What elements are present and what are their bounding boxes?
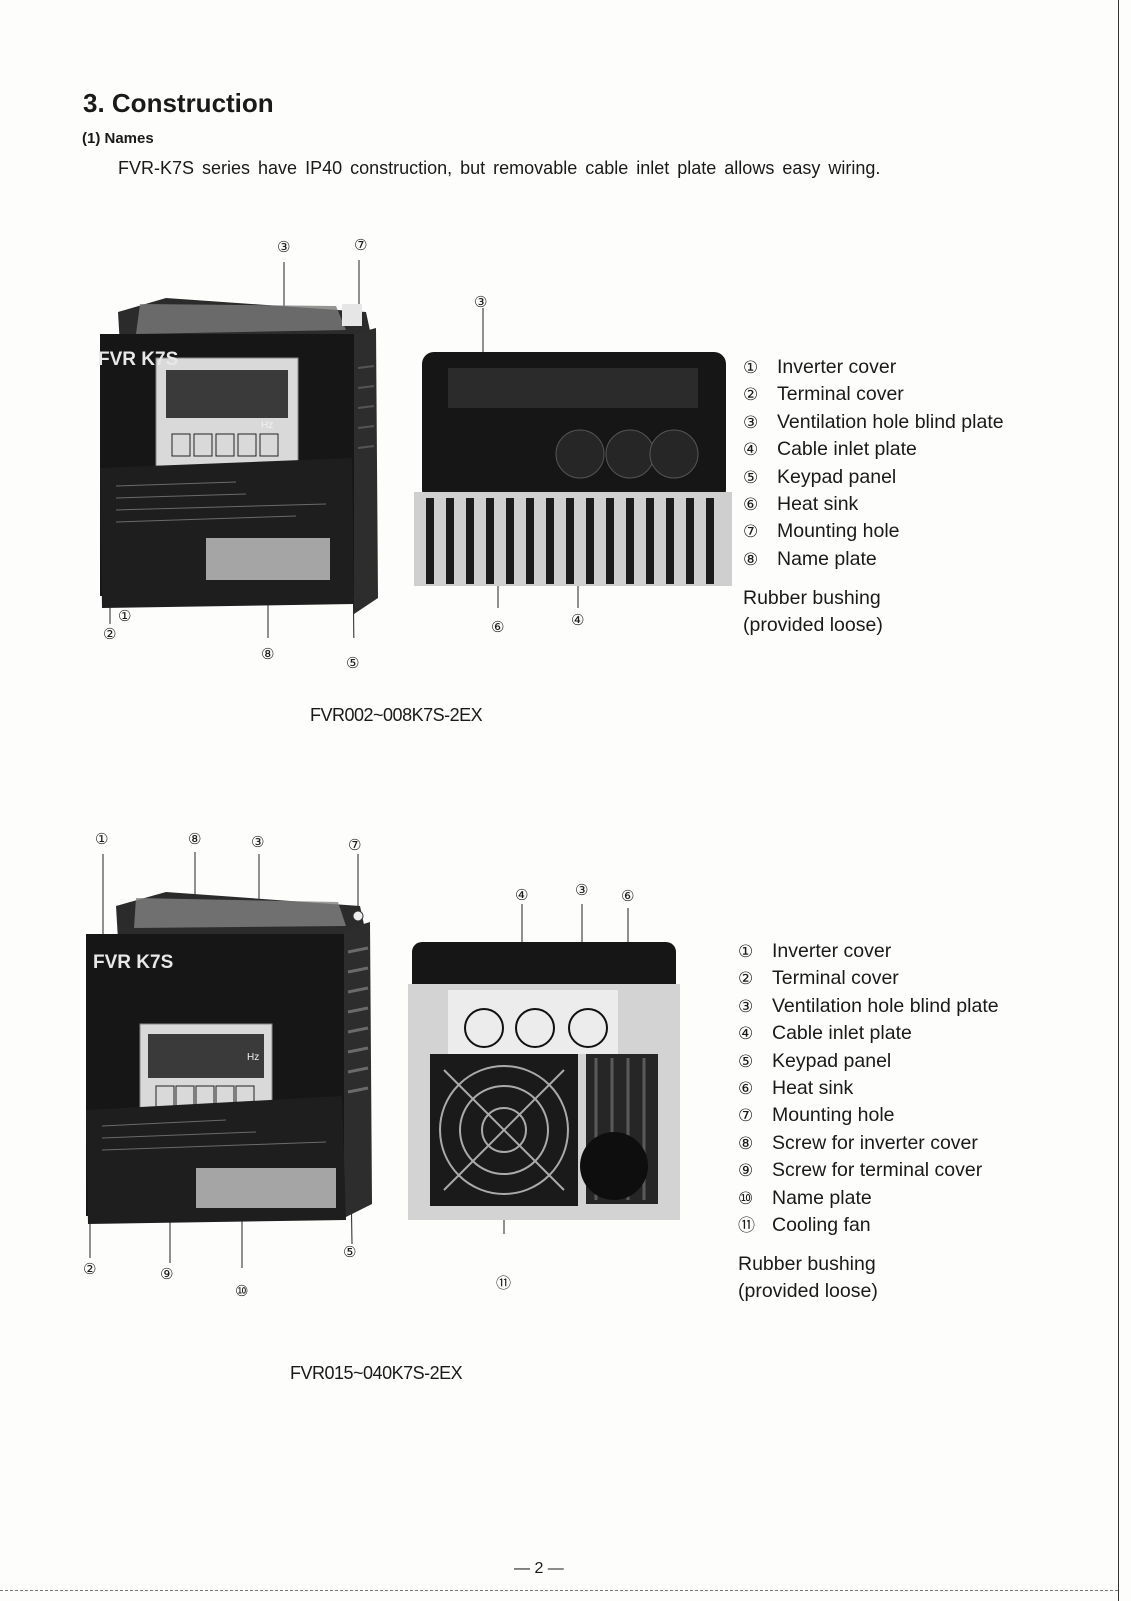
legend-note: Rubber bushing (provided loose) bbox=[743, 587, 883, 636]
fig2-callout-4: ④ bbox=[515, 886, 529, 904]
section-subtitle: (1) Names bbox=[82, 130, 154, 147]
fig2-callout-1: ① bbox=[95, 830, 109, 848]
fig2-callout-5: ⑤ bbox=[343, 1243, 357, 1261]
fig1-front-photo bbox=[100, 260, 378, 638]
fig1-callout-3-front: ③ bbox=[277, 238, 291, 256]
fig2-caption: FVR015~040K7S-2EX bbox=[290, 1363, 463, 1383]
fig2-rear-photo bbox=[408, 904, 680, 1234]
fig2-callout-3-rear: ③ bbox=[575, 881, 589, 899]
intro-paragraph: FVR-K7S series have IP40 construction, b… bbox=[118, 158, 881, 178]
fig2-callout-8: ⑧ bbox=[188, 830, 202, 848]
fig1-brand-label: FVR K7S bbox=[98, 349, 179, 370]
fig2-callout-10: ⑩ bbox=[235, 1282, 249, 1300]
fig1-callout-3-rear: ③ bbox=[474, 293, 488, 311]
fig2-callout-11: ⑪ bbox=[496, 1274, 512, 1292]
fig1-callout-2: ② bbox=[103, 625, 117, 643]
fig1-rear-photo bbox=[414, 308, 732, 608]
fig2-brand-label: FVR K7S bbox=[93, 952, 174, 973]
page-bottom-rule bbox=[0, 1590, 1118, 1591]
fig2-keypad-unit: Hz bbox=[247, 1052, 260, 1063]
fig2-callout-3-front: ③ bbox=[251, 833, 265, 851]
page-edge-rule bbox=[1118, 0, 1119, 1601]
fig1-caption: FVR002~008K7S-2EX bbox=[310, 705, 483, 725]
section-title: 3. Construction bbox=[83, 88, 274, 118]
fig1-callout-7: ⑦ bbox=[354, 236, 368, 254]
fig1-callout-5: ⑤ bbox=[346, 654, 360, 672]
fig2-front-photo bbox=[86, 852, 372, 1268]
fig2-callout-6: ⑥ bbox=[621, 887, 635, 905]
legend-note: Rubber bushing (provided loose) bbox=[738, 1253, 878, 1302]
fig1-callout-6: ⑥ bbox=[491, 618, 505, 636]
fig1-callout-8: ⑧ bbox=[261, 645, 275, 663]
fig1-keypad-unit: Hz bbox=[261, 420, 274, 431]
fig1-callout-1: ① bbox=[118, 607, 132, 625]
fig2-callout-2: ② bbox=[83, 1260, 97, 1278]
page-number: — 2 — bbox=[514, 1560, 564, 1577]
fig2-callout-9: ⑨ bbox=[160, 1265, 174, 1283]
fig1-callout-4: ④ bbox=[571, 611, 585, 629]
fig2-callout-7: ⑦ bbox=[348, 836, 362, 854]
